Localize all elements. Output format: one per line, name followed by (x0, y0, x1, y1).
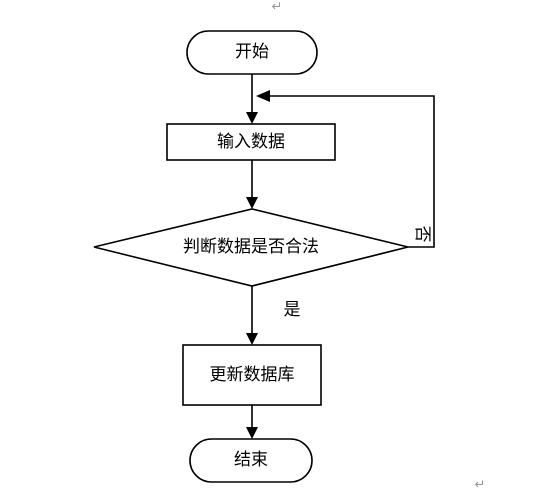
edge-label-no: 否 (412, 226, 432, 243)
node-decision: 判断数据是否合法 (93, 208, 409, 287)
node-decision-shape (93, 208, 409, 287)
node-decision-label: 判断数据是否合法 (183, 237, 319, 257)
edge-input-to-decision (246, 160, 258, 209)
edge-update-to-end (246, 405, 258, 439)
node-start-label: 开始 (235, 42, 269, 62)
node-end-shape (189, 438, 313, 483)
node-start-shape (186, 30, 318, 75)
edge-label-yes: 是 (284, 300, 301, 320)
node-update-shape (182, 344, 322, 406)
node-start: 开始 (186, 30, 318, 75)
edge-decision-no-loop (256, 90, 435, 248)
paragraph-mark-top: ↵ (272, 0, 283, 15)
node-input-label: 输入数据 (217, 132, 285, 152)
node-end-label: 结束 (234, 450, 268, 470)
edge-decision-to-update (246, 286, 258, 345)
node-input: 输入数据 (166, 123, 336, 161)
node-update-label: 更新数据库 (210, 365, 295, 385)
paragraph-mark-bottom: ↵ (475, 478, 486, 492)
node-update: 更新数据库 (182, 344, 322, 406)
node-input-shape (166, 123, 336, 161)
edge-start-to-input (246, 74, 258, 124)
node-end: 结束 (189, 438, 313, 483)
